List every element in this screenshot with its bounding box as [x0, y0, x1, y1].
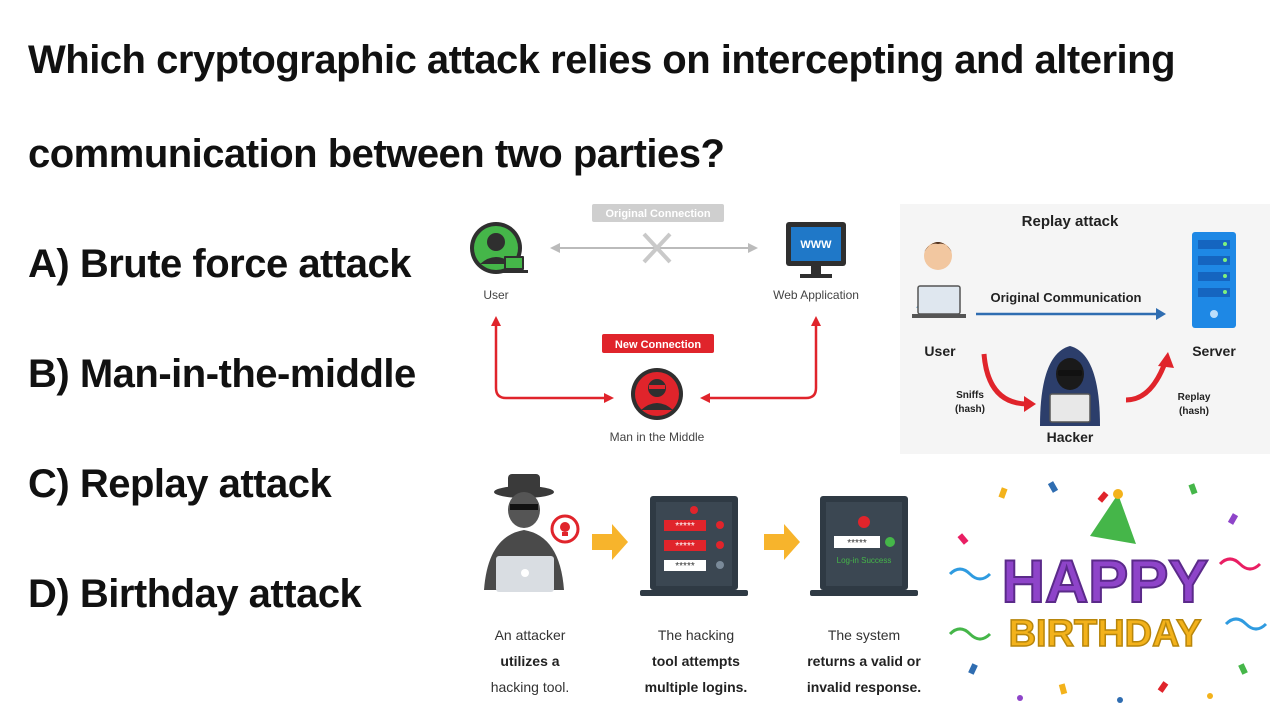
new-connection-badge: New Connection — [602, 334, 714, 353]
birthday-word: BIRTHDAY — [1009, 613, 1202, 655]
mitm-diagram: Original Connection User WWW Web Applica… — [462, 198, 886, 456]
step3-line2: returns a valid or — [807, 653, 921, 669]
original-connection-badge: Original Connection — [592, 204, 724, 222]
replay-user-label: User — [924, 343, 956, 359]
replay-title: Replay attack — [1022, 213, 1119, 230]
bruteforce-diagram: ***** ***** ***** ***** Log-in Success A… — [470, 470, 930, 706]
man-in-the-middle-label: Man in the Middle — [610, 430, 705, 444]
password-mask-4: ***** — [847, 538, 867, 549]
close-icon — [642, 232, 672, 264]
replay-diagram: Replay attack User Original Communicatio… — [900, 204, 1270, 454]
step2-line2: tool attempts — [652, 653, 740, 669]
password-mask-2: ***** — [675, 541, 695, 552]
arrow-right-icon — [592, 524, 628, 560]
laptop-login-attempts-icon: ***** ***** ***** — [640, 496, 748, 596]
original-communication-label: Original Communication — [991, 290, 1142, 305]
party-hat-icon — [1090, 489, 1136, 544]
hacker-icon — [1040, 346, 1100, 426]
step3-line3: invalid response. — [807, 679, 921, 695]
question-line-2: communication between two parties? — [28, 132, 725, 176]
happy-word: HAPPY — [1002, 548, 1209, 615]
option-b[interactable]: B) Man-in-the-middle — [28, 352, 416, 396]
mitm-user-label: User — [483, 288, 508, 302]
server-label: Server — [1192, 343, 1236, 359]
www-screen-text: WWW — [800, 239, 832, 251]
replay-hash-label-1: Replay — [1178, 392, 1211, 403]
option-a[interactable]: A) Brute force attack — [28, 242, 411, 286]
question-line-1: Which cryptographic attack relies on int… — [28, 38, 1176, 82]
broken-connection-line — [550, 232, 758, 264]
sniffs-label-1: Sniffs — [956, 390, 984, 401]
password-mask-1: ***** — [675, 521, 695, 532]
monitor-icon: WWW — [786, 222, 846, 278]
confetti — [948, 481, 1268, 703]
login-success-label: Log-in Success — [837, 556, 892, 565]
laptop-login-success-icon: ***** Log-in Success — [810, 496, 918, 596]
new-connection-arrows — [494, 324, 818, 400]
step1-line3: hacking tool. — [491, 679, 570, 695]
step2-line1: The hacking — [658, 627, 734, 643]
option-d[interactable]: D) Birthday attack — [28, 572, 362, 616]
step2-line3: multiple logins. — [645, 679, 748, 695]
user-laptop-icon — [912, 242, 966, 318]
attacker-icon — [484, 474, 564, 592]
skull-icon — [550, 514, 580, 544]
step3-line1: The system — [828, 627, 900, 643]
new-connection-label: New Connection — [615, 339, 701, 351]
sniffs-label-2: (hash) — [955, 404, 985, 415]
hacker-label: Hacker — [1047, 429, 1094, 445]
step1-line2: utilizes a — [500, 653, 559, 669]
happy-birthday-graphic: HAPPY BIRTHDAY — [940, 474, 1270, 710]
hacker-icon — [631, 368, 683, 420]
user-icon — [470, 222, 528, 274]
option-c[interactable]: C) Replay attack — [28, 462, 332, 506]
step1-line1: An attacker — [495, 627, 566, 643]
arrow-right-icon — [764, 524, 800, 560]
web-app-label: Web Application — [773, 288, 859, 302]
server-icon — [1192, 232, 1236, 328]
password-mask-3: ***** — [675, 561, 695, 572]
replay-hash-label-2: (hash) — [1179, 406, 1209, 417]
original-connection-label: Original Connection — [605, 208, 710, 220]
